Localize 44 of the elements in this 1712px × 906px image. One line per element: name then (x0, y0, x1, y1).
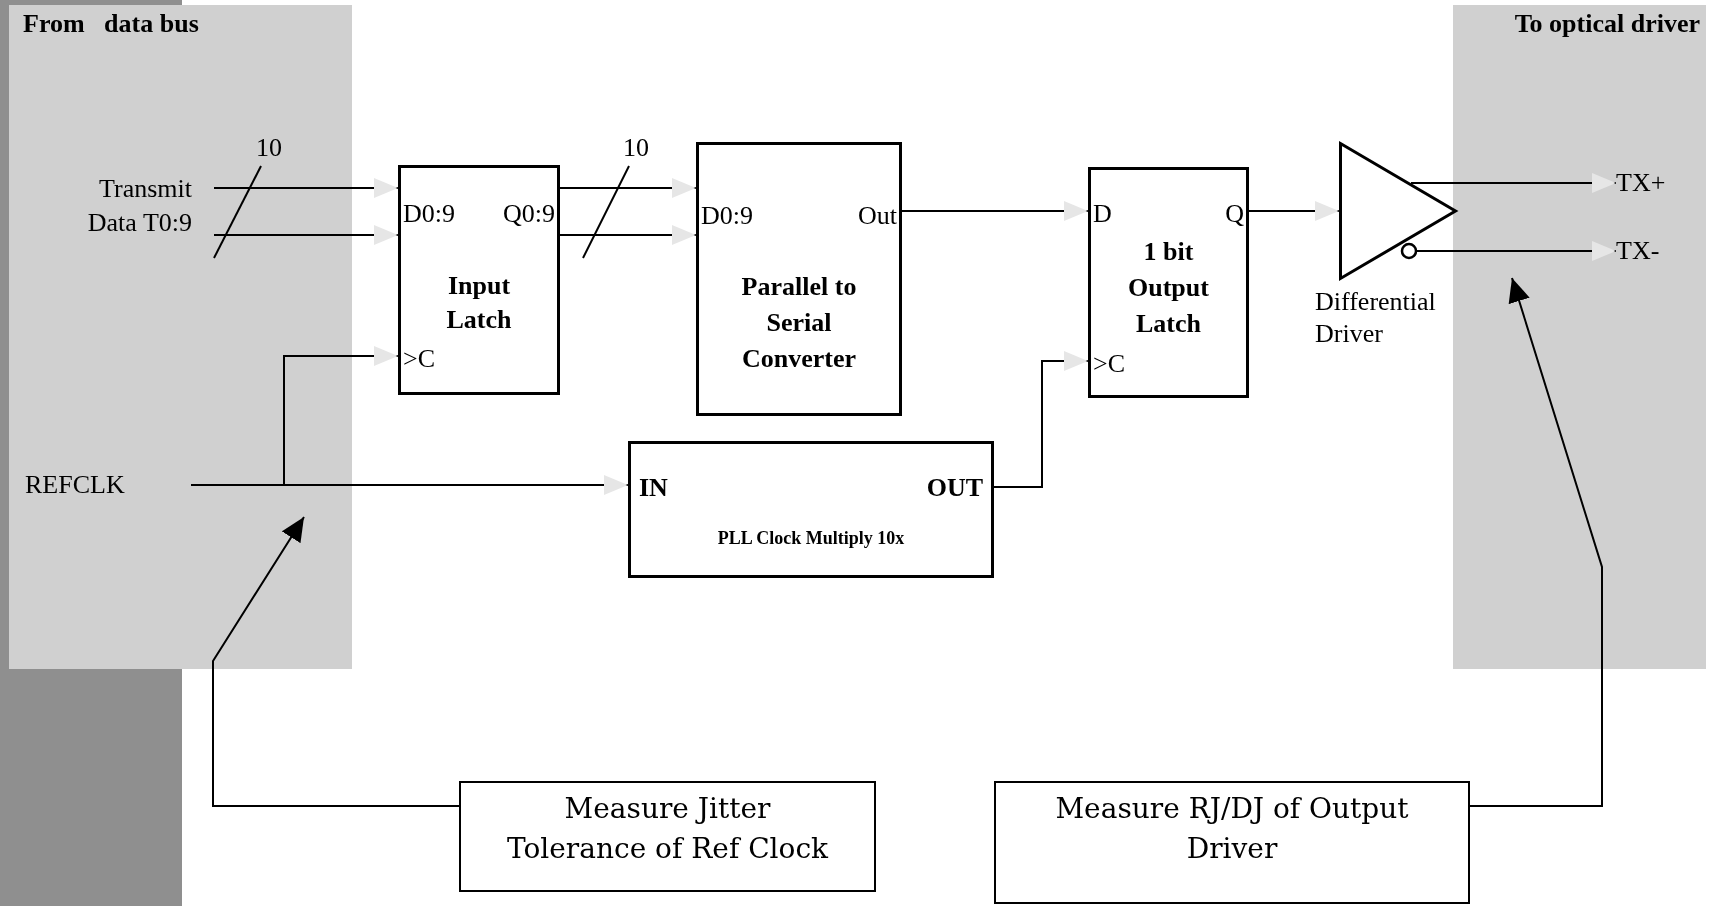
callout-box (459, 781, 876, 892)
signal-name: TX+ (1616, 167, 1667, 199)
callout-box (994, 781, 1470, 904)
driver-label: Differential Driver (1315, 286, 1437, 350)
leader-arrow (1469, 277, 1603, 807)
pin-label: IN (639, 472, 668, 504)
block-title: PLL Clock Multiply 10x (716, 527, 906, 550)
panel-heading: To optical driver (1514, 9, 1700, 39)
bus-width-label: 10 (256, 134, 282, 162)
converter-block (696, 142, 902, 416)
signal-arrow (559, 178, 697, 198)
signal-arrow (1416, 241, 1617, 261)
leader-arrow (212, 516, 460, 807)
pin-label: D0:9 (403, 198, 455, 230)
bus-width-label: 10 (623, 134, 649, 162)
block-title: Parallel to Serial Converter (740, 271, 858, 375)
panel-heading: From data bus (23, 9, 199, 39)
pin-label: Q0:9 (503, 198, 555, 230)
latch-block (398, 165, 560, 395)
callout-text: Measure RJ/DJ of Output Driver (1054, 791, 1410, 867)
signal-arrow (213, 225, 399, 245)
pin-label: Q (1225, 198, 1244, 230)
pin-label: D (1093, 198, 1112, 230)
pin-label: OUT (926, 472, 983, 504)
block-title: Input Latch (445, 270, 513, 336)
signal-arrow (901, 201, 1089, 221)
block-title: 1 bit Output Latch (1127, 236, 1210, 340)
signal-name: TX- (1616, 235, 1661, 267)
signal-name: REFCLK (25, 469, 126, 501)
signal-arrow (993, 351, 1089, 488)
pll-block (628, 441, 994, 578)
signal-arrow (1248, 201, 1340, 221)
pin-label: D0:9 (701, 200, 753, 232)
signal-arrow (213, 178, 399, 198)
destination-panel (1453, 5, 1706, 669)
callout-text: Measure Jitter Tolerance of Ref Clock (505, 791, 830, 867)
pin-label: Out (858, 200, 897, 232)
signal-arrow (1410, 173, 1617, 193)
pin-label: >C (1093, 348, 1125, 380)
pin-label: >C (403, 343, 435, 375)
signal-arrow (559, 225, 697, 245)
source-panel (9, 5, 352, 669)
signal-name: Transmit Data T0:9 (86, 173, 193, 239)
latch-block (1088, 167, 1249, 398)
